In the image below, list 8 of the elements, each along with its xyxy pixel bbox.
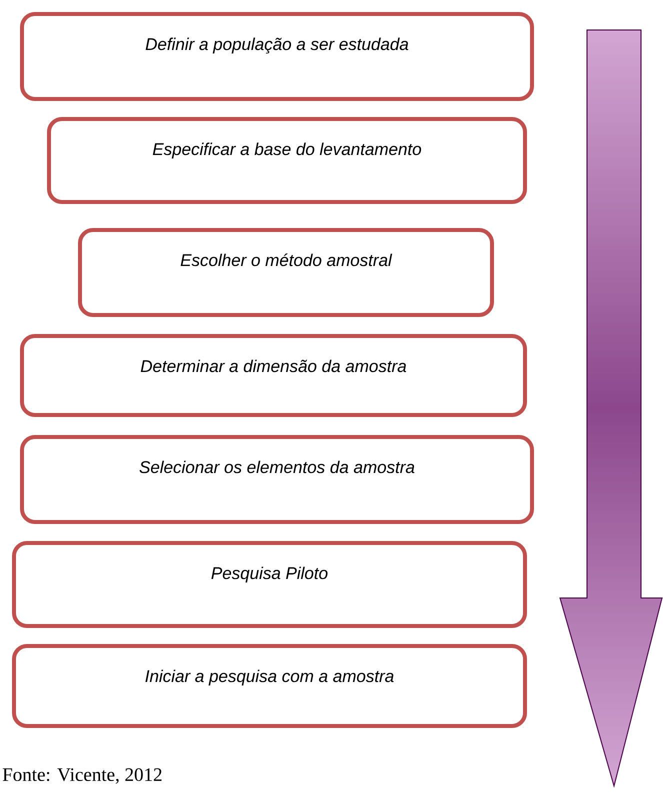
process-box: Determinar a dimensão da amostra: [20, 334, 527, 417]
source-note: Fonte: Vicente, 2012: [2, 768, 162, 784]
process-box: Pesquisa Piloto: [12, 541, 527, 628]
process-box: Iniciar a pesquisa com a amostra: [12, 644, 527, 728]
process-box: Especificar a base do levantamento: [47, 117, 527, 204]
process-box: Selecionar os elementos da amostra: [20, 435, 534, 524]
process-box: Escolher o método amostral: [78, 228, 494, 317]
process-box: Definir a população a ser estudada: [20, 12, 534, 101]
